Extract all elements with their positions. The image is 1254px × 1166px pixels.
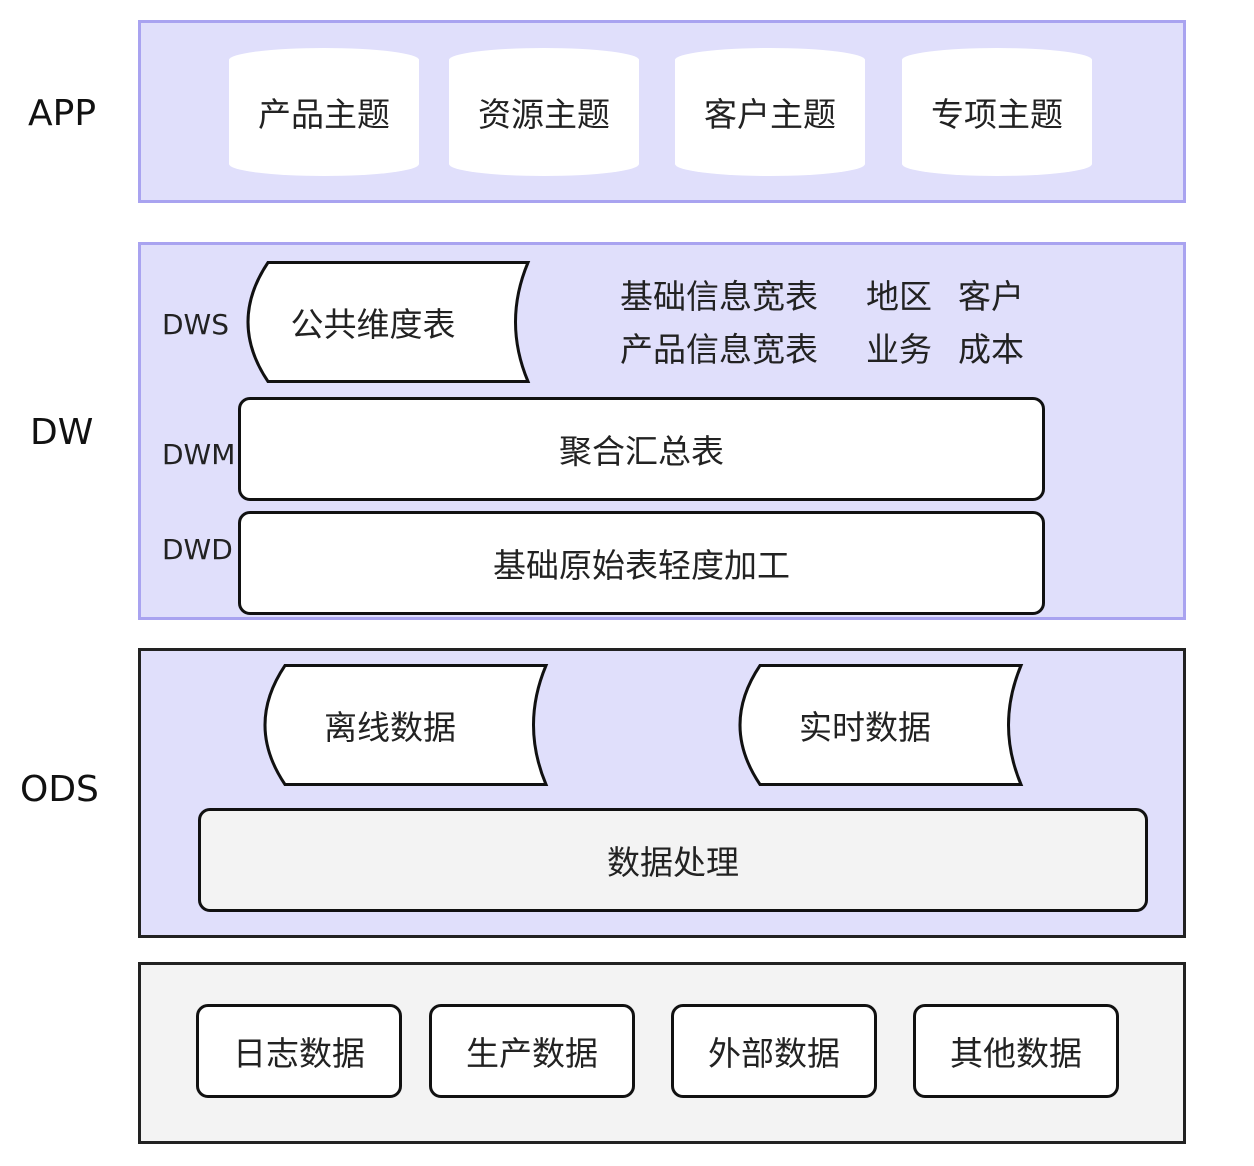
- sublayer-label-dws: DWS: [162, 308, 230, 341]
- dws-dimension-table: 公共维度表: [238, 261, 531, 383]
- source-other-data: 其他数据: [913, 1004, 1119, 1098]
- dwd-light-processing-box: 基础原始表轻度加工: [238, 511, 1045, 615]
- app-topic-label: 专项主题: [931, 95, 1063, 134]
- cylinder-icon: [449, 48, 639, 176]
- ods-processing-box: 数据处理: [198, 808, 1148, 912]
- sublayer-label-dwm: DWM: [162, 438, 236, 471]
- dws-subject-region: 地区: [866, 277, 932, 316]
- app-topic-resource: 资源主题: [449, 48, 639, 176]
- dws-subject-cost: 成本: [958, 330, 1024, 369]
- cylinder-icon: [675, 48, 865, 176]
- app-topic-label: 客户主题: [704, 95, 836, 134]
- dws-wide-table-product: 产品信息宽表: [620, 330, 818, 369]
- dws-dimension-label: 公共维度表: [290, 305, 456, 344]
- app-topic-special: 专项主题: [902, 48, 1092, 176]
- sublayer-label-dwd: DWD: [162, 533, 233, 566]
- stored-data-icon: [263, 664, 549, 786]
- ods-realtime-label: 实时数据: [799, 708, 931, 747]
- ods-offline-data: 离线数据: [255, 664, 549, 786]
- source-production-data: 生产数据: [429, 1004, 635, 1098]
- layer-label-app: APP: [28, 93, 97, 134]
- cylinder-icon: [229, 48, 419, 176]
- app-topic-product: 产品主题: [229, 48, 419, 176]
- dws-subject-business: 业务: [866, 330, 932, 369]
- layer-label-dw: DW: [30, 412, 94, 453]
- dws-subject-customer: 客户: [958, 277, 1024, 316]
- stored-data-icon: [738, 664, 1024, 786]
- dws-wide-table-basic: 基础信息宽表: [620, 277, 818, 316]
- layer-label-ods: ODS: [20, 769, 99, 810]
- stored-data-icon: [246, 261, 531, 383]
- ods-realtime-data: 实时数据: [730, 664, 1024, 786]
- ods-offline-label: 离线数据: [324, 708, 456, 747]
- app-topic-customer: 客户主题: [675, 48, 865, 176]
- source-external-data: 外部数据: [671, 1004, 877, 1098]
- source-log-data: 日志数据: [196, 1004, 402, 1098]
- cylinder-icon: [902, 48, 1092, 176]
- dwm-aggregate-box: 聚合汇总表: [238, 397, 1045, 501]
- app-topic-label: 资源主题: [478, 95, 610, 134]
- app-topic-label: 产品主题: [258, 95, 390, 134]
